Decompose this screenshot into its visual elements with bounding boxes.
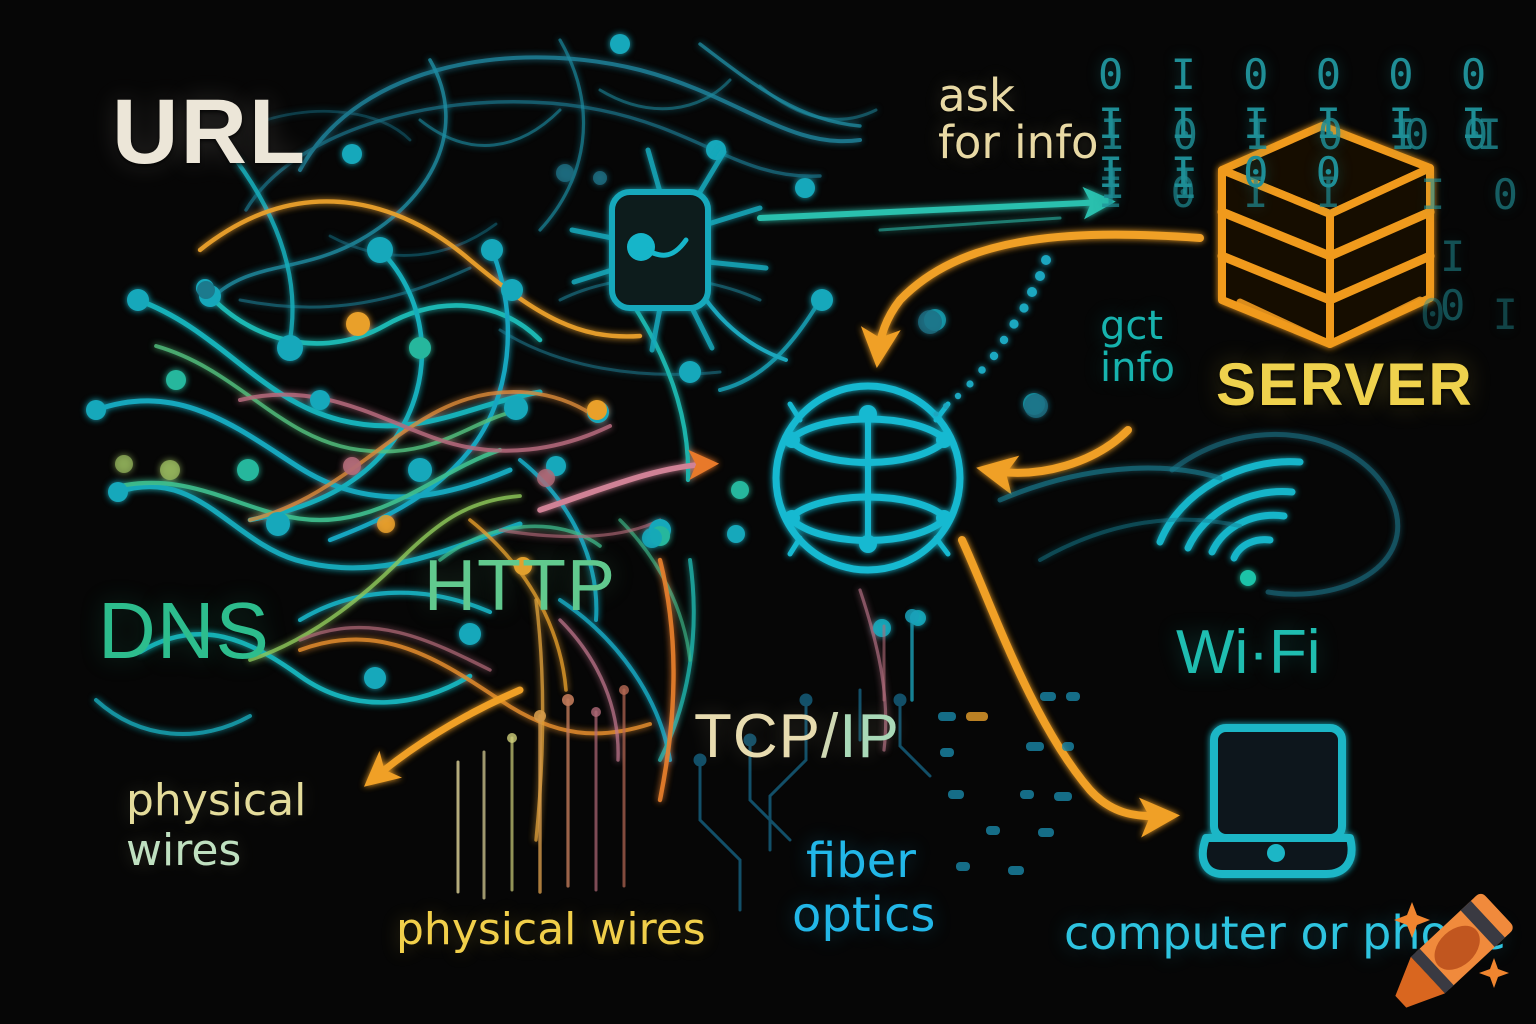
label-tcp: TCP [694, 702, 821, 771]
laptop-icon [1198, 724, 1356, 878]
binary-row-4: 0 I [1404, 110, 1513, 159]
label-http: HTTP [424, 546, 616, 626]
binary-row-6: I 0 [1440, 232, 1477, 330]
label-ip: IP [839, 702, 900, 771]
binary-row-3: I 0 I I [1098, 168, 1353, 217]
binary-row-2: I 0 I 0 I 0 I I [1100, 110, 1500, 208]
label-ask-for-info: ask for info [938, 72, 1099, 167]
label-tcp-slash: / [821, 702, 840, 771]
label-fiber-optics: fiber optics [792, 833, 935, 941]
arrow-to-physical-wires [363, 686, 524, 787]
binary-row-1: 0 I 0 0 0 0 I I I I I I I I 0 0 [1098, 50, 1498, 197]
binary-row-5: I 0 [1420, 170, 1529, 219]
label-wifi: Wi·Fi [1176, 618, 1321, 687]
network-mesh [86, 34, 1048, 842]
label-physical-wires-left: physical wires [126, 775, 307, 877]
label-physical-wires-left-line1: physical [126, 775, 307, 826]
label-ask-line2: for info [938, 116, 1099, 170]
label-dns: DNS [98, 586, 270, 675]
arrow-server-down [860, 230, 1204, 368]
server-stack-icon [1217, 122, 1435, 348]
arrow-cloud-to-server [757, 186, 1116, 221]
globe-router-icon [772, 382, 964, 574]
binary-row-7: 0 I [1420, 290, 1529, 339]
packet-trail [933, 255, 1051, 417]
wifi-waves-icon [997, 431, 1401, 597]
label-server: SERVER [1216, 351, 1474, 418]
label-physical-wires-bottom: physical wires [396, 904, 706, 955]
data-bits [938, 692, 1080, 875]
label-physical-wires-left-line2: wires [126, 825, 242, 877]
label-url: URL [112, 81, 308, 183]
label-get-line1: gct [1100, 303, 1164, 349]
network-hub-icon [569, 147, 769, 353]
label-tcp-ip: TCP/IP [694, 706, 900, 768]
circuit-traces [693, 688, 932, 912]
flow-arrows [363, 186, 1204, 838]
label-fiber-line2: optics [792, 887, 936, 944]
label-ask-line1: ask [938, 69, 1016, 122]
wire-strands [456, 609, 919, 900]
arrow-get-info-to-globe [976, 426, 1132, 495]
label-fiber-line1: fiber [806, 833, 916, 889]
crayon-watermark-icon [1394, 893, 1513, 1008]
label-get-info: gct info [1100, 305, 1175, 389]
arrow-globe-to-device [958, 536, 1180, 838]
label-get-line2: info [1100, 345, 1176, 391]
